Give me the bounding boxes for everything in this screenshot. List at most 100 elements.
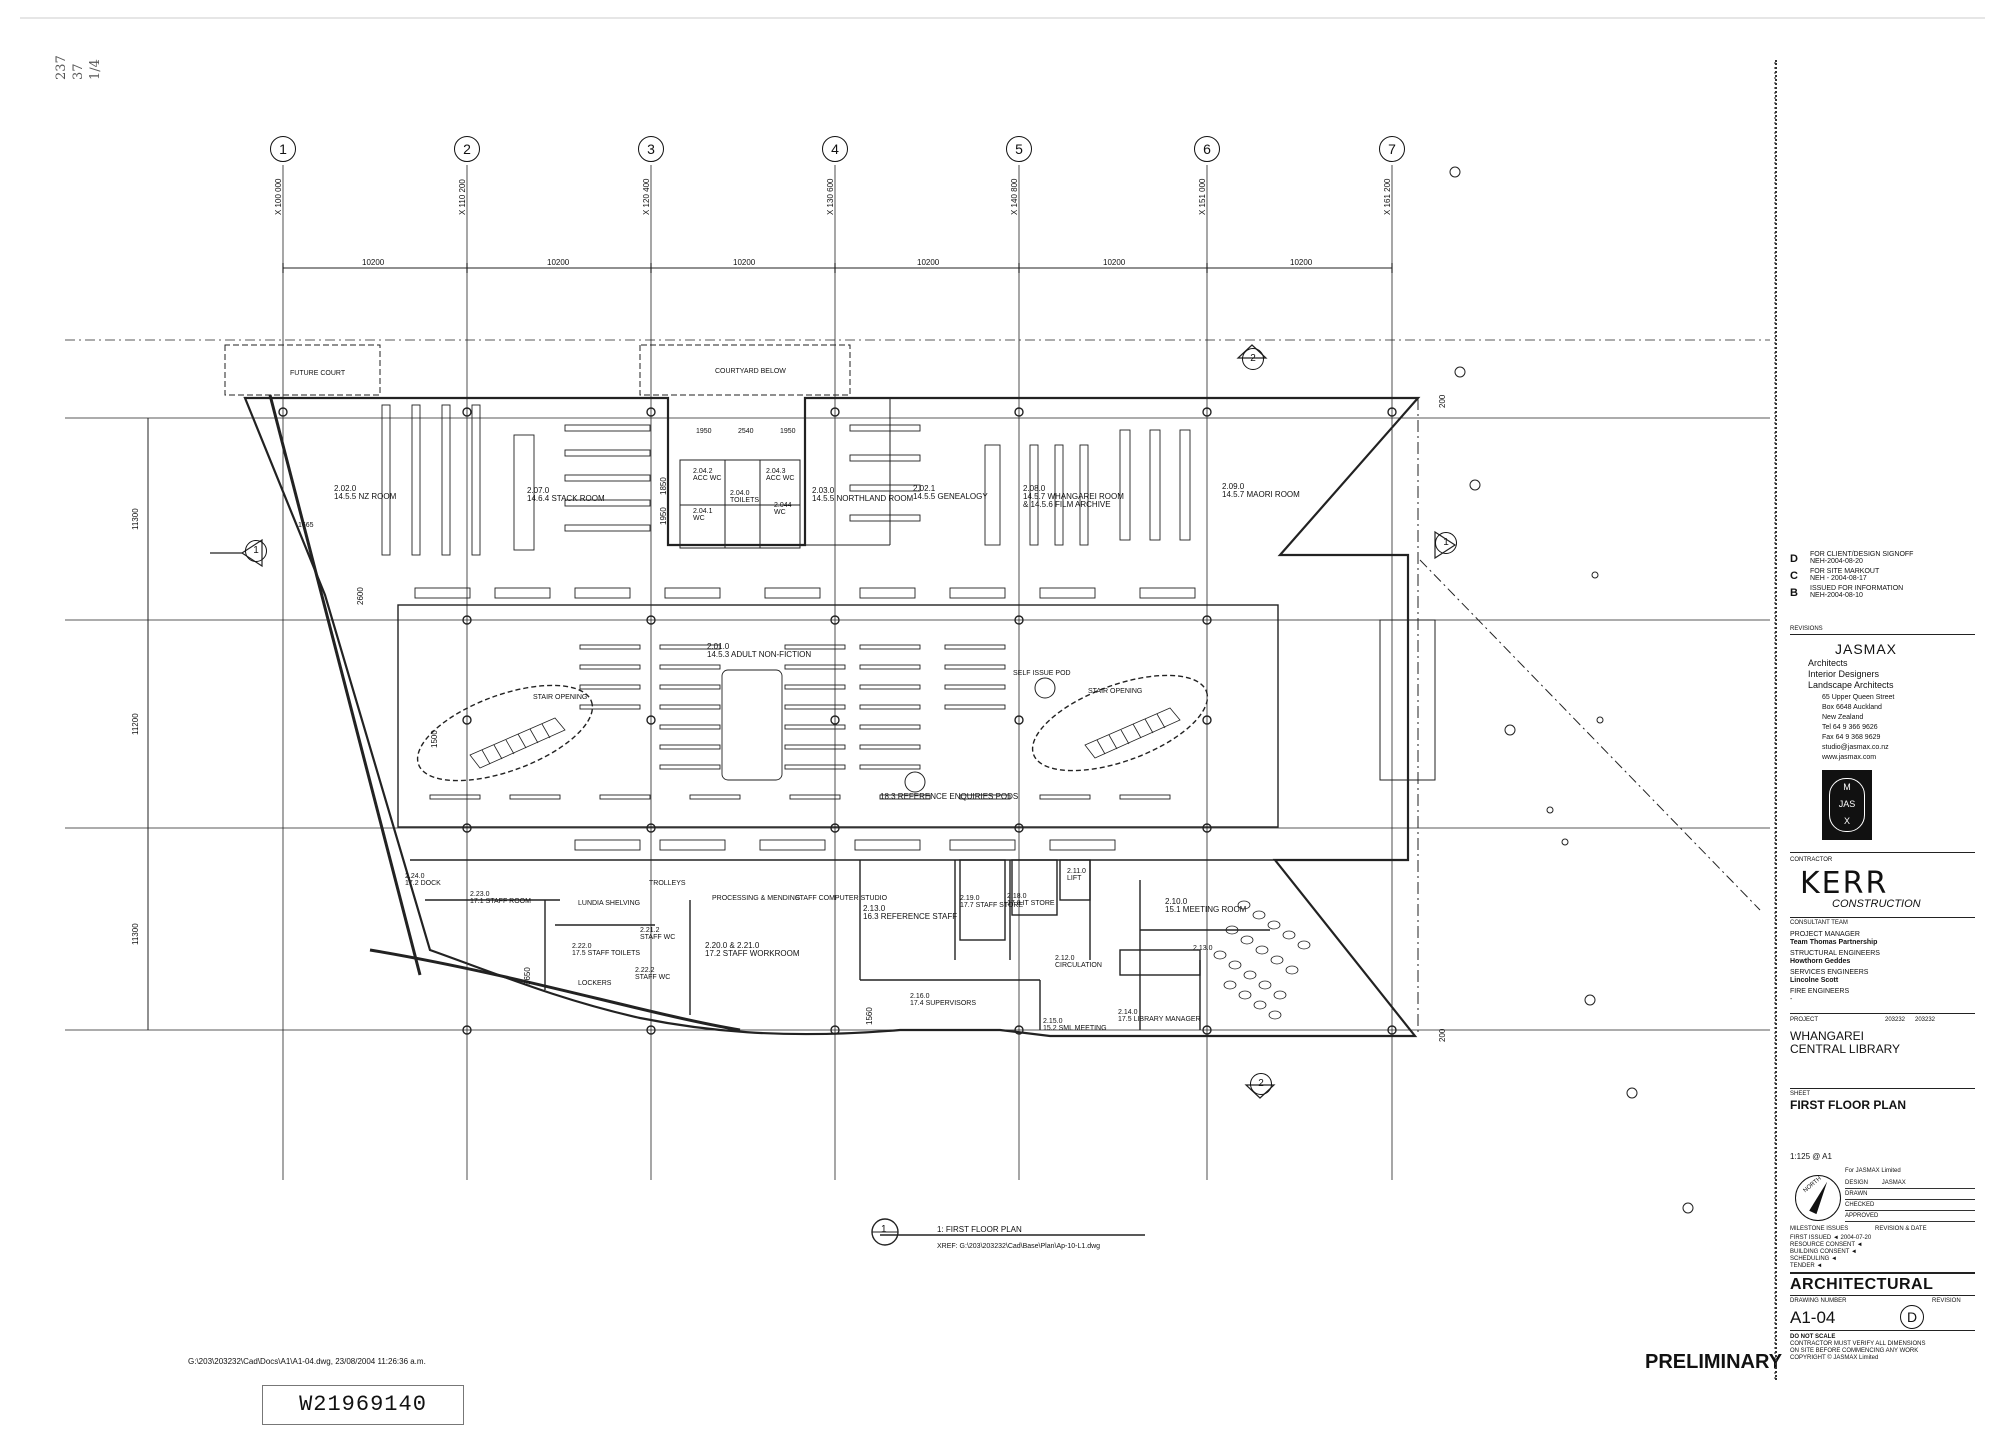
signoff-value: JASMAX	[1881, 1180, 1906, 1186]
meeting-seating	[1213, 900, 1311, 1020]
revision-desc: ISSUED FOR INFORMATION	[1810, 585, 1904, 592]
handwritten-note-line: 37	[71, 63, 86, 80]
small-dim: 1850	[659, 477, 668, 495]
milestone-key: FIRST ISSUED	[1790, 1235, 1832, 1241]
plan-xref: XREF: G:\203\203232\Cad\Base\Plan\Ap-10-…	[937, 1243, 1101, 1250]
address-line: studio@jasmax.co.nz	[1822, 744, 1889, 751]
revision-letter: C	[1790, 570, 1798, 582]
room-number: 2.11.0	[1067, 868, 1086, 875]
firm-address: 65 Upper Queen Street Box 6648 Auckland …	[1822, 693, 1894, 763]
room-number: 2.22.2	[635, 967, 655, 974]
room-number: 2.19.0	[960, 895, 980, 902]
project-number: 203232	[1915, 1017, 1936, 1023]
span-dim: 10200	[362, 258, 385, 267]
revision-date-label: REVISION & DATE	[1875, 1226, 1927, 1232]
room-name: STAFF COMPUTER STUDIO	[795, 895, 888, 902]
columns	[278, 407, 1397, 1035]
grid-coord: X 161 200	[1383, 178, 1392, 215]
scale-label: 1:125 @ A1	[1790, 1152, 1832, 1161]
consultant-label: CONSULTANT TEAM	[1790, 920, 1848, 926]
room-name: 14.5.7 MAORI ROOM	[1222, 490, 1300, 499]
span-dim: 10200	[1103, 258, 1126, 267]
room-name: 18.3 REFERENCE ENQUIRIES PODS	[880, 792, 1019, 801]
divider	[1790, 1330, 1975, 1331]
project-line: CENTRAL LIBRARY	[1790, 1042, 1901, 1056]
project-name: WHANGAREI CENTRAL LIBRARY	[1790, 1030, 1900, 1056]
divider	[1790, 852, 1975, 853]
room-name: 15.2 SML MEETING	[1043, 1025, 1107, 1032]
small-dim: 1950	[659, 507, 668, 525]
project-label: PROJECT	[1790, 1017, 1819, 1023]
courtyard-below-label: COURTYARD BELOW	[715, 368, 786, 375]
revision-letter: B	[1790, 587, 1798, 599]
discipline: ARCHITECTURAL	[1790, 1276, 1934, 1293]
milestone-value: 2004-07-20	[1840, 1235, 1872, 1241]
room-name: 16.3 REFERENCE STAFF	[863, 912, 958, 921]
room-name: 17.8 IT STORE	[1007, 900, 1055, 907]
revision-value: D	[1906, 1309, 1918, 1325]
south-partitions	[410, 859, 1275, 1030]
consultant-role: PROJECT MANAGER	[1790, 931, 1860, 938]
room-number: 2.09.0	[1222, 482, 1245, 491]
milestone-key: RESOURCE CONSENT	[1790, 1242, 1855, 1248]
revision-date: NEH-2004-08-10	[1810, 592, 1863, 599]
signoff-key: DRAWN	[1845, 1191, 1868, 1197]
section-markers	[210, 344, 1457, 1099]
preliminary-label: PRELIMINARY	[1645, 1351, 1783, 1373]
room-name: WC	[774, 509, 786, 516]
revision-date: NEH - 2004-08-17	[1810, 575, 1867, 582]
room-number: 2.01.0	[707, 642, 730, 651]
address-line: Fax 64 9 368 9629	[1822, 734, 1881, 741]
note-line: DO NOT SCALE	[1790, 1334, 1836, 1340]
room-name: 14.5.5 GENEALOGY	[913, 492, 988, 501]
small-dim: 1500	[430, 730, 439, 748]
self-issue-pod-label: SELF ISSUE POD	[1013, 670, 1071, 677]
handwritten-note-line: 237	[54, 55, 69, 80]
revision-desc: FOR SITE MARKOUT	[1810, 568, 1880, 575]
room-name: TOILETS	[730, 497, 760, 504]
small-dim: 1665	[298, 522, 314, 529]
signoff-key: DESIGN	[1845, 1180, 1869, 1186]
room-name: LIFT	[1067, 875, 1082, 882]
span-dim: 10200	[733, 258, 756, 267]
revision-label: REVISION	[1932, 1298, 1961, 1304]
room-name: 14.5.5 NZ ROOM	[334, 492, 397, 501]
small-dim: 2600	[356, 587, 365, 605]
milestone-key: TENDER	[1790, 1263, 1815, 1269]
site-trees	[1449, 166, 1694, 1214]
firm-service: Architects	[1808, 658, 1848, 668]
room-name: 14.6.4 STACK ROOM	[527, 494, 605, 503]
room-number: 2.04.3	[766, 468, 786, 475]
room-name: 17.5 LIBRARY MANAGER	[1118, 1016, 1201, 1023]
room-number: 2.16.0	[910, 993, 930, 1000]
room-name: ACC WC	[693, 475, 722, 482]
address-line: Box 6648 Auckland	[1822, 704, 1882, 711]
grid-bubble: 1	[270, 136, 296, 162]
room-name: 17.1 STAFF ROOM	[470, 898, 531, 905]
grid-coord: X 120 400	[642, 178, 651, 215]
signoff-key: CHECKED	[1845, 1202, 1875, 1208]
logo-letter: JAS	[1838, 799, 1856, 809]
room-name: 17.2 DOCK	[405, 880, 441, 887]
room-number: 2.20.0 & 2.21.0	[705, 941, 760, 950]
project-line: WHANGAREI	[1790, 1029, 1865, 1043]
firm-logo: M JAS X	[1822, 770, 1872, 840]
for-label: For JASMAX Limited	[1845, 1168, 1901, 1174]
firm-services: Architects Interior Designers Landscape …	[1808, 658, 1894, 691]
title-block	[1775, 60, 1985, 1380]
milestones: FIRST ISSUED ◄ 2004-07-20 RESOURCE CONSE…	[1790, 1235, 1872, 1269]
grid-bubble: 5	[1006, 136, 1032, 162]
room-number: 2.18.0	[1007, 893, 1027, 900]
room-name: PROCESSING & MENDING	[712, 895, 801, 902]
room-name: WC	[693, 515, 705, 522]
room-name: ACC WC	[766, 475, 795, 482]
room-label: STAFF COMPUTER STUDIO	[795, 895, 887, 902]
divider	[1790, 1013, 1975, 1014]
room-name: CIRCULATION	[1055, 962, 1102, 969]
divider	[1790, 917, 1975, 918]
